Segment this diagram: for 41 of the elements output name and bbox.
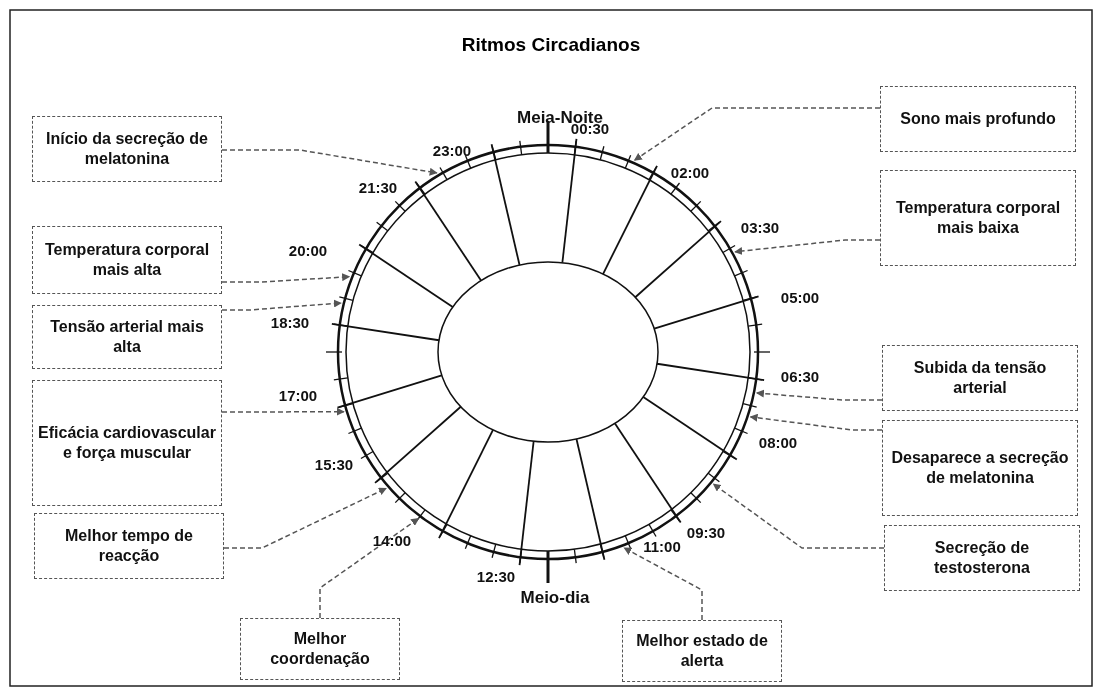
callout-box: Subida da tensão arterial	[882, 345, 1078, 411]
leader-line	[734, 239, 881, 256]
callout-box: Tensão arterial mais alta	[32, 305, 222, 369]
time-label: 12:30	[476, 567, 516, 585]
time-label: 20:00	[288, 241, 328, 259]
callout-box: Secreção de testosterona	[884, 525, 1080, 591]
time-label: 08:00	[758, 433, 798, 451]
callout-box: Eficácia cardiovascular e força muscular	[32, 380, 222, 506]
time-label: 21:30	[358, 178, 398, 196]
callout-box: Temperatura corporal mais alta	[32, 226, 222, 294]
time-label: 03:30	[740, 218, 780, 236]
time-label: 06:30	[780, 367, 820, 385]
callout-box: Sono mais profundo	[880, 86, 1076, 152]
callout-box: Início da secreção de melatonina	[32, 116, 222, 182]
leader-line	[221, 149, 438, 176]
leader-line	[221, 299, 342, 311]
leader-line	[221, 273, 351, 283]
callout-box: Melhor tempo de reacção	[34, 513, 224, 579]
leader-line	[319, 517, 420, 619]
callout-box: Melhor estado de alerta	[622, 620, 782, 682]
diagram-title: Ritmos Circadianos	[461, 34, 641, 55]
time-label: 02:00	[670, 163, 710, 181]
leader-line	[223, 487, 387, 549]
callout-box: Temperatura corporal mais baixa	[880, 170, 1076, 266]
callout-box: Melhor coordenação	[240, 618, 400, 680]
leader-line	[712, 483, 885, 549]
time-label: 09:30	[686, 523, 726, 541]
time-label: 15:30	[314, 455, 354, 473]
leader-line	[755, 389, 883, 401]
time-label: 11:00	[643, 537, 681, 555]
time-label: 18:30	[270, 313, 310, 331]
leader-line	[633, 107, 881, 161]
time-label: 17:00	[278, 386, 318, 404]
time-label: Meio-dia	[520, 588, 590, 608]
leader-line	[749, 413, 883, 431]
callout-box: Desaparece a secreção de melatonina	[882, 420, 1078, 516]
leader-line	[221, 407, 345, 416]
leader-line	[623, 547, 703, 621]
time-label: 14:00	[372, 531, 412, 549]
time-label: 23:00	[432, 141, 472, 159]
time-label: 05:00	[780, 288, 820, 306]
